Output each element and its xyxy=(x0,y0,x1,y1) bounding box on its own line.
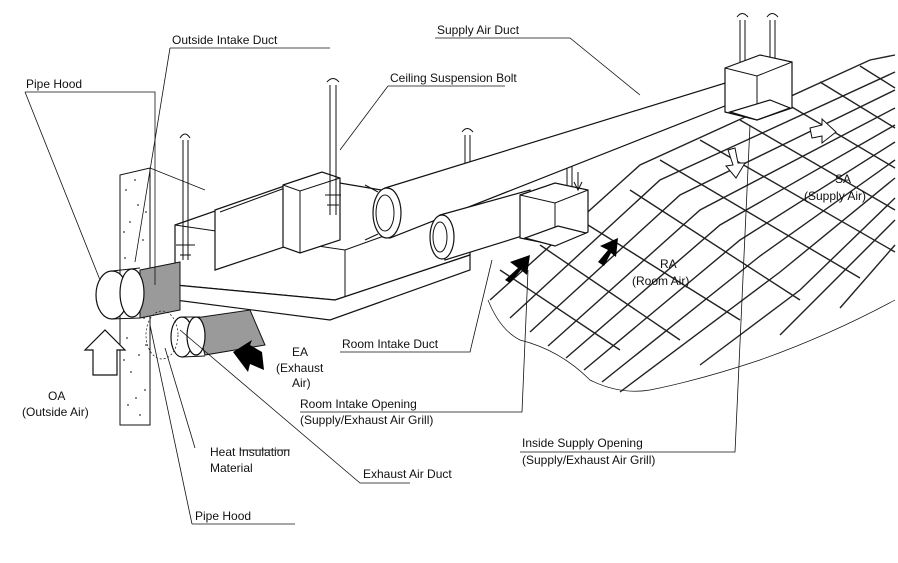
label-room-intake-opening-sub: (Supply/Exhaust Air Grill) xyxy=(300,413,433,427)
sa-arrow-2 xyxy=(809,117,837,145)
text-labels: Outside Intake Duct Supply Air Duct Pipe… xyxy=(22,23,866,523)
leader-lines xyxy=(24,37,751,525)
outside-ducts xyxy=(95,261,266,360)
label-ra-full: (Room Air) xyxy=(632,274,689,288)
label-sa: SA xyxy=(835,172,851,186)
ea-arrow xyxy=(233,340,264,372)
label-ea-line2: (Exhaust xyxy=(276,361,324,375)
label-ra: RA xyxy=(660,257,677,271)
label-room-intake-opening: Room Intake Opening xyxy=(300,397,417,411)
label-oa: OA xyxy=(48,389,65,403)
label-sa-full: (Supply Air) xyxy=(804,189,866,203)
ceiling-grid xyxy=(487,54,896,393)
room-intake-duct xyxy=(429,189,536,261)
label-exhaust-air-duct: Exhaust Air Duct xyxy=(363,467,452,481)
label-heat-insulation-2: Material xyxy=(210,461,253,475)
wall xyxy=(119,167,206,426)
airflow-arrows xyxy=(83,117,837,376)
label-ea: EA xyxy=(292,345,308,359)
label-pipe-hood-top: Pipe Hood xyxy=(26,77,82,91)
label-inside-supply-opening-sub: (Supply/Exhaust Air Grill) xyxy=(522,453,655,467)
label-outside-intake-duct: Outside Intake Duct xyxy=(172,33,278,47)
room-intake-opening-box xyxy=(519,182,589,247)
label-ceiling-suspension-bolt: Ceiling Suspension Bolt xyxy=(390,71,517,85)
inside-supply-opening-box xyxy=(724,54,793,121)
label-room-intake-duct: Room Intake Duct xyxy=(342,337,439,351)
sa-arrow-1 xyxy=(725,147,746,179)
ra-arrow-1 xyxy=(505,255,530,283)
oa-arrow xyxy=(83,329,127,376)
label-pipe-hood-bottom: Pipe Hood xyxy=(195,509,251,523)
label-heat-insulation-1: Heat Insulation xyxy=(210,445,290,459)
label-inside-supply-opening: Inside Supply Opening xyxy=(522,436,643,450)
label-supply-air-duct: Supply Air Duct xyxy=(437,23,520,37)
label-oa-full: (Outside Air) xyxy=(22,405,89,419)
label-ea-line3: Air) xyxy=(292,376,311,390)
ra-arrow-2 xyxy=(598,238,618,266)
